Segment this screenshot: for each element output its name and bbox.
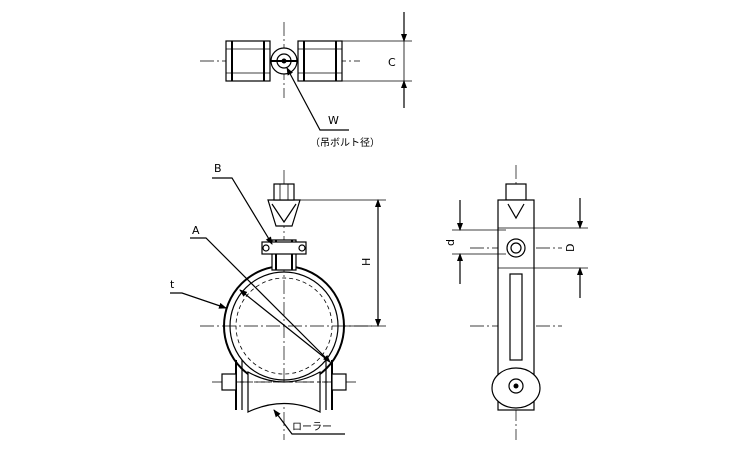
dim-label-b: B <box>214 162 222 175</box>
w-note: （吊ボルト径） <box>310 136 380 149</box>
dim-label-d-small: d <box>444 239 457 246</box>
dim-label-w: W <box>328 114 339 127</box>
top-view <box>200 12 412 131</box>
dim-label-h: H <box>360 258 373 266</box>
roller-label: ローラー <box>292 421 332 433</box>
dim-label-c: C <box>388 56 396 69</box>
front-view <box>170 170 386 440</box>
dim-label-a: A <box>192 224 200 237</box>
dim-label-d-large: D <box>564 244 577 252</box>
dim-label-t: t <box>170 278 175 291</box>
side-view <box>452 165 588 440</box>
